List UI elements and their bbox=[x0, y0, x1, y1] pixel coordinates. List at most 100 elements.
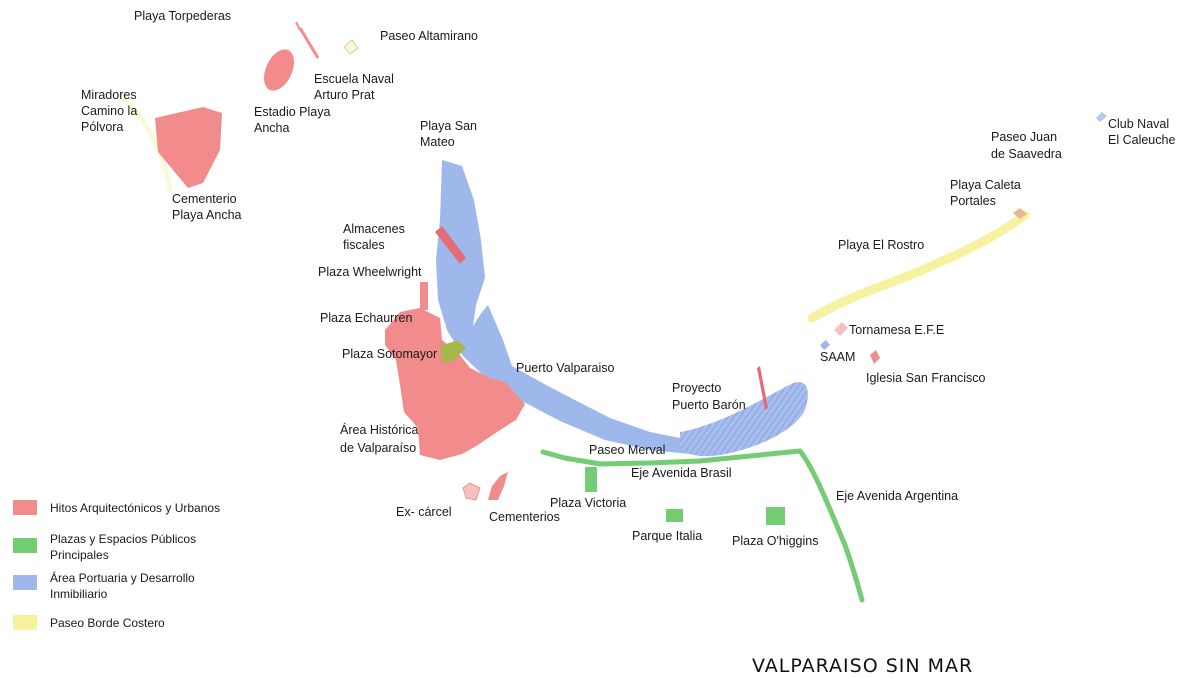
label-playa-san-mateo: Playa San Mateo bbox=[420, 119, 480, 149]
label-eje-avenida-argentina: Eje Avenida Argentina bbox=[836, 489, 958, 503]
label-club-naval-line-1: Club Naval bbox=[1108, 117, 1169, 131]
label-area-historica-line-1: Área Histórica bbox=[340, 422, 419, 437]
label-playa-san-mateo-line-1: Playa San bbox=[420, 119, 477, 133]
label-plaza-ohiggins-line-1: Plaza O'higgins bbox=[732, 534, 818, 548]
legend-swatch-costero bbox=[13, 615, 37, 630]
parque-italia-zone bbox=[666, 509, 683, 522]
label-plaza-echaurren-line-1: Plaza Echaurren bbox=[320, 311, 412, 325]
label-proyecto-puerto-baron-line-1: Proyecto bbox=[672, 381, 721, 395]
map-title: VALPARAISO SIN MAR bbox=[752, 655, 973, 677]
plaza-victoria-zone bbox=[585, 467, 597, 492]
label-parque-italia-line-1: Parque Italia bbox=[632, 529, 702, 543]
label-saam: SAAM bbox=[820, 350, 855, 364]
club-naval-zone bbox=[1096, 112, 1107, 122]
label-tornamesa-line-1: Tornamesa E.F.E bbox=[849, 323, 944, 337]
puerto-baron-accent bbox=[757, 366, 768, 410]
label-cementerio-playa-ancha-line-1: Cementerio bbox=[172, 192, 237, 206]
label-club-naval: Club Naval El Caleuche bbox=[1108, 117, 1175, 147]
plaza-ohiggins-zone bbox=[766, 507, 785, 525]
estadio-playa-ancha-zone bbox=[263, 49, 295, 91]
label-escuela-naval: Escuela Naval Arturo Prat bbox=[314, 72, 397, 102]
label-tornamesa: Tornamesa E.F.E bbox=[849, 323, 944, 337]
label-cementerios-line-1: Cementerios bbox=[489, 510, 560, 524]
label-plaza-sotomayor: Plaza Sotomayor bbox=[342, 347, 437, 361]
hitos-layer bbox=[155, 21, 1027, 501]
label-paseo-altamirano: Paseo Altamirano bbox=[380, 29, 478, 43]
label-cementerio-playa-ancha-line-2: Playa Ancha bbox=[172, 208, 242, 222]
label-paseo-merval-line-1: Paseo Merval bbox=[589, 443, 665, 457]
label-iglesia-san-francisco: Iglesia San Francisco bbox=[866, 371, 986, 385]
legend-label-plazas: Plazas y Espacios Públicos Principales bbox=[50, 532, 199, 562]
legend-label-hitos-line-1: Hitos Arquitectónicos y Urbanos bbox=[50, 501, 220, 515]
label-paseo-altamirano-line-1: Paseo Altamirano bbox=[380, 29, 478, 43]
escuela-naval-zone bbox=[298, 27, 320, 59]
ex-carcel-zone bbox=[462, 482, 481, 501]
cementerio-playa-ancha-zone bbox=[155, 107, 222, 188]
label-escuela-naval-line-2: Arturo Prat bbox=[314, 88, 375, 102]
label-plaza-wheelwright-line-1: Plaza Wheelwright bbox=[318, 265, 422, 279]
label-plaza-victoria-line-1: Plaza Victoria bbox=[550, 496, 626, 510]
label-playa-torpederas-line-1: Playa Torpederas bbox=[134, 9, 231, 23]
plaza-wheelwright-zone bbox=[420, 282, 428, 310]
label-ex-carcel-line-1: Ex- cárcel bbox=[396, 505, 452, 519]
label-playa-torpederas: Playa Torpederas bbox=[134, 9, 231, 23]
legend-label-portuaria: Área Portuaria y Desarrollo Inmibiliario bbox=[50, 570, 198, 601]
label-escuela-naval-line-1: Escuela Naval bbox=[314, 72, 394, 86]
label-saam-line-1: SAAM bbox=[820, 350, 855, 364]
iglesia-san-francisco-zone bbox=[870, 350, 880, 364]
paseo-borde-costero-path bbox=[807, 210, 1030, 323]
label-puerto-valparaiso-line-1: Puerto Valparaiso bbox=[516, 361, 614, 375]
legend-swatch-plazas bbox=[13, 538, 37, 553]
label-cementerios: Cementerios bbox=[489, 510, 560, 524]
place-labels: Playa Torpederas Paseo Altamirano Escuel… bbox=[81, 9, 1175, 548]
label-paseo-juan-de-saavedra: Paseo Juan de Saavedra bbox=[991, 130, 1062, 161]
label-proyecto-puerto-baron: Proyecto Puerto Barón bbox=[672, 381, 746, 412]
paseo-altamirano-zone bbox=[343, 39, 359, 55]
legend-label-portuaria-line-1: Área Portuaria y Desarrollo bbox=[50, 570, 195, 585]
area-portuaria-layer bbox=[436, 112, 1107, 457]
label-miradores-line-3: Pólvora bbox=[81, 120, 123, 134]
puerto-baron-zone bbox=[680, 382, 808, 457]
label-playa-caleta-portales: Playa Caleta Portales bbox=[950, 178, 1024, 208]
almacenes-fiscales-zone bbox=[435, 226, 466, 264]
label-miradores-line-2: Camino la bbox=[81, 104, 137, 118]
label-eje-avenida-brasil-line-1: Eje Avenida Brasil bbox=[631, 466, 732, 480]
label-plaza-ohiggins: Plaza O'higgins bbox=[732, 534, 818, 548]
cementerios-zone bbox=[488, 472, 508, 500]
label-proyecto-puerto-baron-line-2: Puerto Barón bbox=[672, 398, 746, 412]
playa-caleta-portales-zone bbox=[1013, 208, 1027, 219]
label-almacenes-line-2: fiscales bbox=[343, 238, 385, 252]
label-puerto-valparaiso: Puerto Valparaiso bbox=[516, 361, 614, 375]
legend: Hitos Arquitectónicos y Urbanos Plazas y… bbox=[13, 500, 220, 630]
eje-avenida-brasil-path bbox=[540, 448, 803, 467]
label-miradores: Miradores Camino la Pólvora bbox=[81, 88, 141, 134]
legend-label-costero: Paseo Borde Costero bbox=[50, 616, 165, 630]
label-plaza-echaurren: Plaza Echaurren bbox=[320, 311, 412, 325]
label-plaza-victoria: Plaza Victoria bbox=[550, 496, 626, 510]
label-playa-caleta-portales-line-1: Playa Caleta bbox=[950, 178, 1021, 192]
label-eje-avenida-argentina-line-1: Eje Avenida Argentina bbox=[836, 489, 958, 503]
playa-torpederas-zone bbox=[295, 21, 301, 31]
label-almacenes-line-1: Almacenes bbox=[343, 222, 405, 236]
puerto-valparaiso-zone bbox=[436, 160, 690, 454]
label-miradores-line-1: Miradores bbox=[81, 88, 137, 102]
legend-label-plazas-line-1: Plazas y Espacios Públicos bbox=[50, 532, 196, 546]
label-playa-san-mateo-line-2: Mateo bbox=[420, 135, 455, 149]
label-eje-avenida-brasil: Eje Avenida Brasil bbox=[631, 466, 732, 480]
label-paseo-merval: Paseo Merval bbox=[589, 443, 665, 457]
paseo-costero-playa-ancha bbox=[117, 93, 173, 193]
label-plaza-wheelwright: Plaza Wheelwright bbox=[318, 265, 422, 279]
label-playa-el-rostro-line-1: Playa El Rostro bbox=[838, 238, 924, 252]
label-estadio: Estadio Playa Ancha bbox=[254, 105, 334, 135]
legend-label-plazas-line-2: Principales bbox=[50, 548, 109, 562]
label-club-naval-line-2: El Caleuche bbox=[1108, 133, 1175, 147]
label-area-historica: Área Histórica de Valparaíso bbox=[340, 422, 422, 455]
label-almacenes: Almacenes fiscales bbox=[343, 222, 408, 252]
eje-avenida-argentina-path bbox=[797, 448, 865, 603]
tornamesa-zone bbox=[834, 322, 848, 336]
legend-swatch-hitos bbox=[13, 500, 37, 515]
label-cementerio-playa-ancha: Cementerio Playa Ancha bbox=[172, 192, 242, 222]
label-parque-italia: Parque Italia bbox=[632, 529, 702, 543]
legend-label-hitos: Hitos Arquitectónicos y Urbanos bbox=[50, 501, 220, 515]
